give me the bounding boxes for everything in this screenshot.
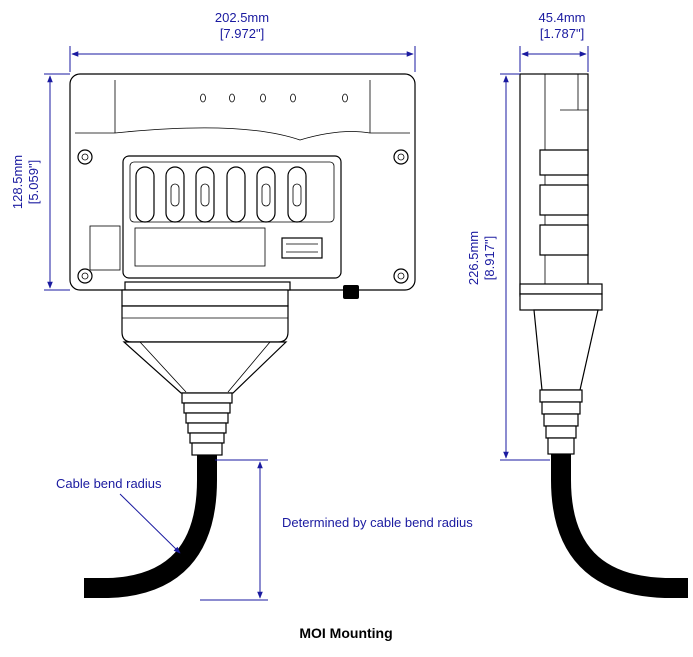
bend-radius-dimension: Determined by cable bend radius Cable be…: [56, 459, 473, 601]
depth-dimension: 45.4mm [1.787"]: [519, 10, 589, 72]
width-in-label: [7.972"]: [220, 26, 264, 41]
cable-gland-base: [124, 281, 291, 291]
terminal-slots: [135, 166, 307, 223]
cable: [84, 455, 217, 598]
depth-in-label: [1.787"]: [540, 26, 584, 41]
total-height-dimension: 226.5mm [8.917"]: [466, 73, 550, 461]
cable-funnel: [122, 341, 288, 394]
strain-relief: [181, 392, 233, 456]
height-in-label: [5.059"]: [26, 160, 41, 204]
total-height-in-label: [8.917"]: [482, 236, 497, 280]
height-mm-label: 128.5mm: [10, 155, 25, 209]
width-mm-label: 202.5mm: [215, 10, 269, 25]
depth-mm-label: 45.4mm: [539, 10, 586, 25]
side-connector: [343, 285, 359, 299]
front-view: [69, 73, 416, 598]
width-dimension: 202.5mm [7.972"]: [69, 10, 416, 72]
side-cable: [551, 454, 688, 598]
indicator-holes: [200, 93, 348, 103]
height-dimension: 128.5mm [5.059"]: [10, 73, 70, 291]
dip-switch: [281, 237, 323, 259]
caption: MOI Mounting: [299, 625, 392, 641]
bend-radius-label: Cable bend radius: [56, 476, 162, 491]
mounting-screws: [77, 149, 409, 284]
side-view: [519, 73, 688, 598]
total-height-mm-label: 226.5mm: [466, 231, 481, 285]
determined-by-label: Determined by cable bend radius: [282, 515, 473, 530]
